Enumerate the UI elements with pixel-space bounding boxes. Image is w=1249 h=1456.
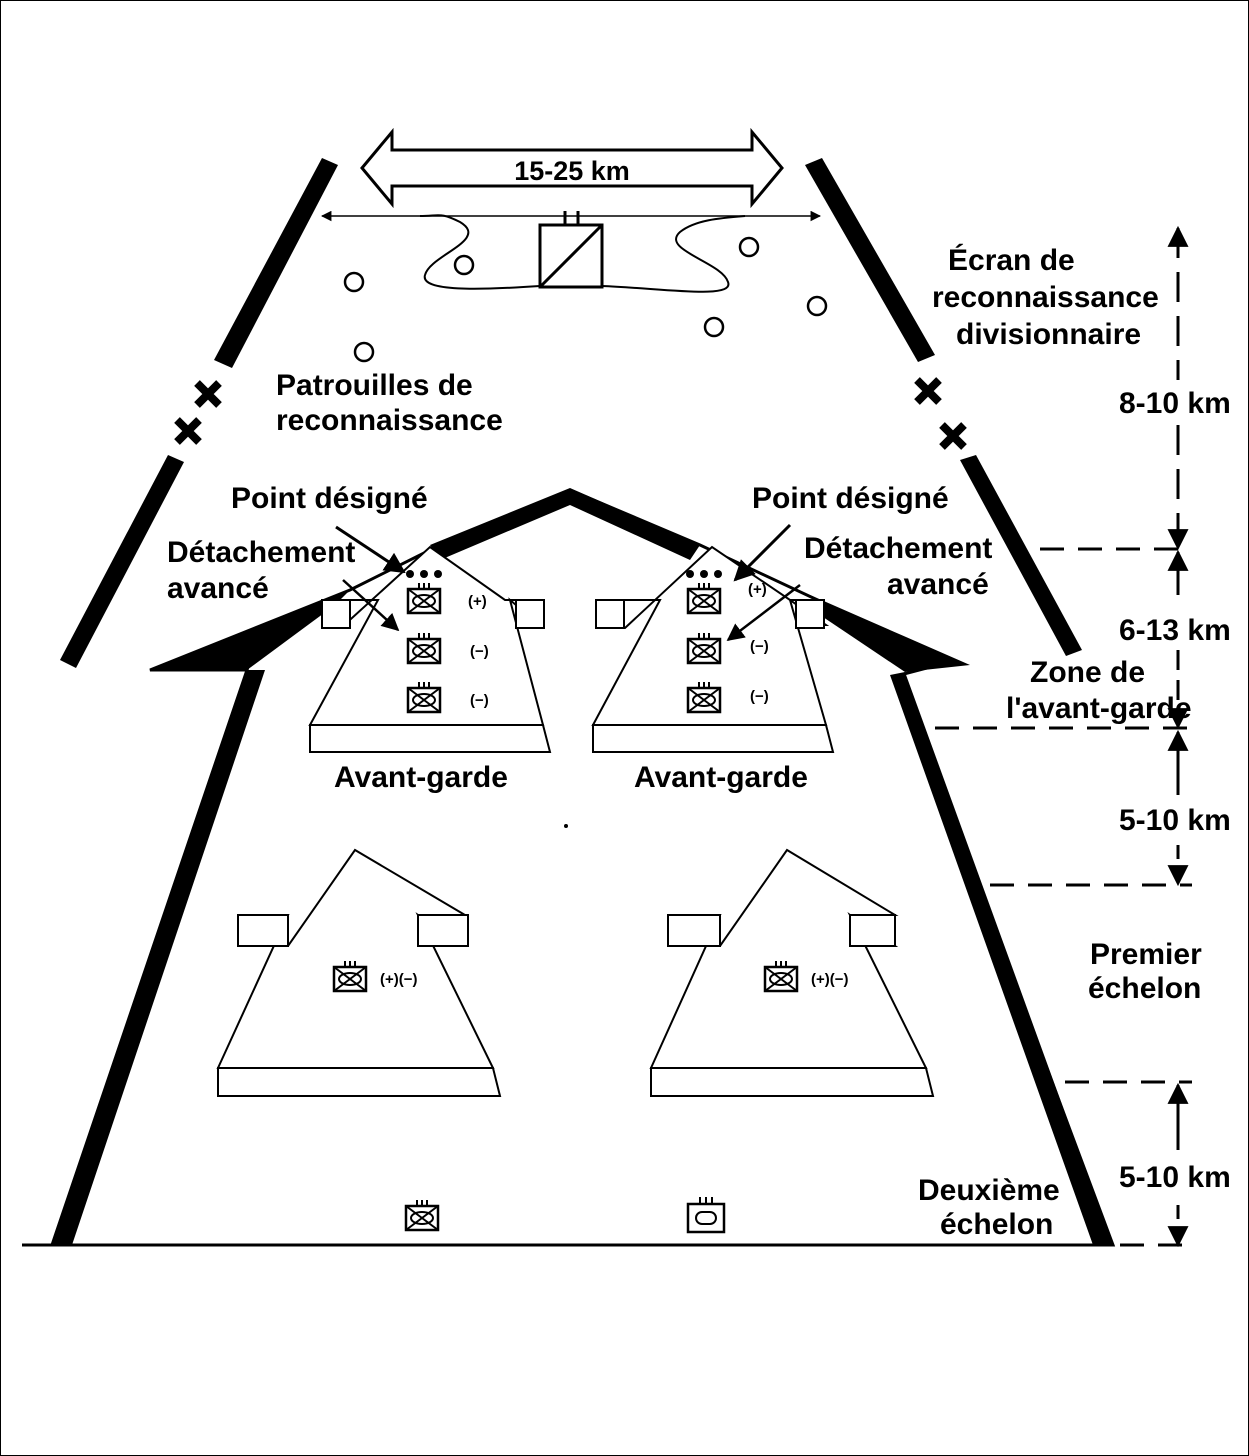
- recon-right-lower-band: [960, 455, 1082, 656]
- frontage-double-arrow: [360, 127, 784, 209]
- second-echelon-label-1: Deuxième: [918, 1174, 1060, 1207]
- recon-patrol-icon: [343, 236, 828, 363]
- recon-right-upper-band: [805, 158, 935, 362]
- advance-detachment-left-label-2: avancé: [167, 572, 269, 605]
- apex-band: [430, 488, 700, 560]
- first-echelon-left: [216, 848, 502, 1097]
- right-shoulder-band: [810, 595, 970, 672]
- advance-detachment-left-label-1: Détachement: [167, 536, 355, 569]
- designated-point-right-label: Point désigné: [752, 482, 949, 515]
- advance-guard-depth-label: 6-13 km: [1119, 614, 1231, 647]
- recon-depth-label: 8-10 km: [1119, 387, 1231, 420]
- first-echelon-label-2: échelon: [1088, 972, 1201, 1005]
- recon-patrols-label-1: Patrouilles de: [276, 369, 473, 402]
- left-boundary-band: [52, 670, 265, 1245]
- unit-strength-mark: (+): [748, 581, 767, 598]
- unit-icon: [404, 1198, 440, 1232]
- recon-patrols-label-2: reconnaissance: [276, 404, 503, 437]
- advance-guard-zone-label-1: Zone de: [1030, 656, 1145, 689]
- recon-left-upper-band: [214, 158, 338, 368]
- recon-left-lower-band: [60, 455, 184, 668]
- advance-detachment-right-label-1: Détachement: [804, 532, 992, 565]
- advance-guard-right-label: Avant-garde: [634, 761, 808, 794]
- zone-dashed-separators: [935, 547, 1192, 1247]
- unit-strength-mark: (−): [750, 688, 769, 705]
- unit-strength-mark: (+)(−): [811, 971, 849, 988]
- pointer-arrow: [342, 579, 400, 632]
- pointer-arrow: [335, 525, 406, 574]
- recon-screen-label-2: reconnaissance: [932, 281, 1159, 314]
- first-echelon-right: [649, 848, 935, 1097]
- advance-detachment-right-label-2: avancé: [887, 568, 989, 601]
- right-boundary-band: [890, 672, 1113, 1245]
- unit-strength-mark: (+)(−): [380, 971, 418, 988]
- frontage-label: 15-25 km: [514, 156, 630, 186]
- recon-screen-label-1: Écran de: [948, 243, 1075, 277]
- unit-strength-mark: (−): [470, 643, 489, 660]
- support-unit-icon: [686, 1197, 726, 1234]
- advance-guard-left-label: Avant-garde: [334, 761, 508, 794]
- advance-guard-zone-label-2: l'avant-garde: [1006, 692, 1192, 725]
- advance-guard-left: [308, 545, 552, 753]
- recon-route-right: [601, 215, 746, 293]
- second-echelon-label-2: échelon: [940, 1208, 1053, 1241]
- left-shoulder-band: [150, 590, 350, 670]
- recon-battalion-icon: [538, 211, 604, 289]
- unit-strength-mark: (−): [470, 692, 489, 709]
- recon-screen-label-3: divisionnaire: [956, 318, 1141, 351]
- first-echelon-label-1: Premier: [1090, 938, 1202, 971]
- recon-route-left: [419, 214, 541, 290]
- pointer-arrow: [726, 584, 801, 642]
- boundary-x-icon: [174, 377, 967, 450]
- pointer-arrow: [733, 523, 792, 582]
- unit-strength-mark: (−): [750, 638, 769, 655]
- designated-point-left-label: Point désigné: [231, 482, 428, 515]
- second-echelon-gap-label: 5-10 km: [1119, 1161, 1231, 1194]
- first-echelon-gap-label: 5-10 km: [1119, 804, 1231, 837]
- stray-dot: [564, 824, 568, 828]
- designated-point-dots: [406, 570, 722, 578]
- unit-strength-mark: (+): [468, 593, 487, 610]
